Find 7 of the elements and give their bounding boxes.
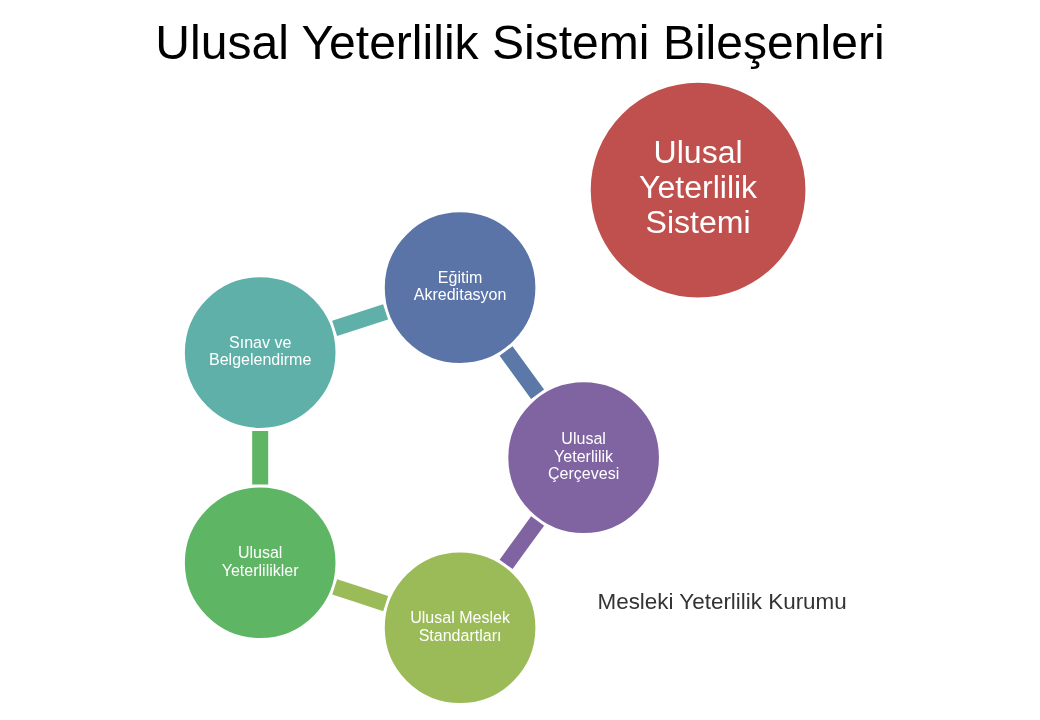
label: Mesleki Yeterlilik Kurumu [597, 589, 847, 615]
connector [499, 516, 545, 570]
connector [499, 346, 545, 399]
diagram-title: Ulusal Yeterlilik Sistemi Bileşenleri [155, 15, 885, 70]
connector [332, 304, 389, 336]
connector [252, 430, 269, 485]
connector [332, 579, 389, 612]
